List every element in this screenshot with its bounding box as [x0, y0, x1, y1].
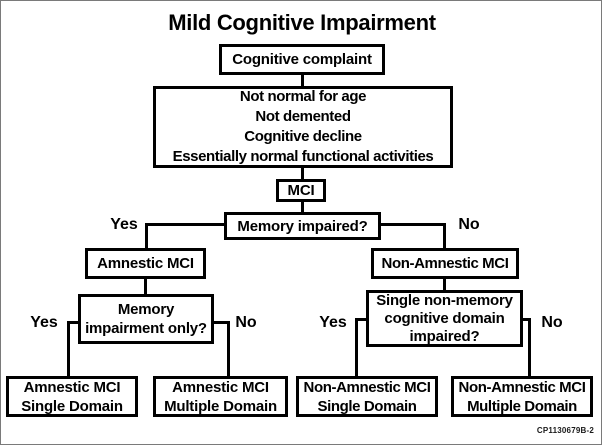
- node-label-line: cognitive domain: [384, 309, 505, 327]
- node-amnestic-mci: Amnestic MCI: [85, 248, 206, 279]
- node-label: Amnestic MCI: [97, 255, 194, 272]
- node-non-amnestic-single-domain: Non-Amnestic MCI Single Domain: [296, 376, 438, 417]
- node-label: Non-Amnestic MCI: [381, 255, 509, 272]
- branch-yes-1-vline: [145, 223, 148, 248]
- branch-yes-2-hline: [67, 321, 80, 324]
- node-label-line: Non-Amnestic MCI: [303, 378, 431, 396]
- node-non-amnestic-mci: Non-Amnestic MCI: [371, 248, 519, 279]
- node-label-line: Amnestic MCI: [172, 378, 269, 396]
- branch-label-no-1: No: [458, 216, 480, 233]
- branch-label-yes-2: Yes: [30, 314, 58, 331]
- figure-code: CP1130679B-2: [536, 426, 594, 435]
- branch-no-3-hline: [521, 318, 531, 321]
- node-label-line: Multiple Domain: [467, 397, 577, 415]
- branch-no-1-vline: [443, 223, 446, 248]
- branch-label-yes-1: Yes: [110, 216, 138, 233]
- node-non-amnestic-multiple-domain: Non-Amnestic MCI Multiple Domain: [451, 376, 593, 417]
- connector-criteria-mci: [301, 167, 304, 180]
- node-cognitive-complaint: Cognitive complaint: [219, 44, 385, 75]
- branch-label-no-2: No: [235, 314, 257, 331]
- node-memory-impairment-only: Memory impairment only?: [78, 294, 214, 344]
- connector-complaint-criteria: [301, 73, 304, 87]
- node-label: Memory impaired?: [237, 217, 368, 235]
- node-label-line: impairment only?: [85, 320, 207, 337]
- node-mci: MCI: [276, 179, 326, 202]
- criteria-line: Not demented: [255, 108, 351, 125]
- node-label-line: Single Domain: [21, 397, 123, 415]
- criteria-line: Not normal for age: [239, 88, 367, 105]
- branch-yes-3-vline: [355, 318, 358, 376]
- node-label-line: Amnestic MCI: [23, 378, 121, 396]
- node-memory-impaired: Memory impaired?: [224, 212, 381, 240]
- branch-no-3-vline: [528, 318, 531, 376]
- connector-amnestic-decision: [144, 278, 147, 295]
- branch-label-yes-3: Yes: [319, 314, 347, 331]
- node-label-line: Memory: [117, 301, 175, 318]
- node-label-line: Single non-memory: [376, 291, 513, 309]
- node-mci-criteria: Not normal for age Not demented Cognitiv…: [153, 86, 453, 168]
- branch-no-1-hline: [380, 223, 446, 226]
- connector-non-amnestic-decision: [443, 278, 446, 291]
- branch-yes-2-vline: [67, 321, 70, 376]
- branch-no-2-hline: [212, 321, 230, 324]
- branch-no-2-vline: [227, 321, 230, 376]
- branch-yes-1-hline: [145, 223, 225, 226]
- node-label-line: Non-Amnestic MCI: [458, 378, 586, 396]
- node-label-line: impaired?: [409, 327, 480, 345]
- connector-mci-decision: [301, 200, 304, 213]
- node-amnestic-single-domain: Amnestic MCI Single Domain: [6, 376, 138, 417]
- criteria-line: Cognitive decline: [244, 128, 362, 145]
- node-label-line: Single Domain: [317, 397, 417, 415]
- node-label: Cognitive complaint: [232, 51, 372, 68]
- branch-label-no-3: No: [541, 314, 563, 331]
- node-label: MCI: [287, 182, 315, 199]
- node-label-line: Multiple Domain: [164, 397, 277, 415]
- branch-yes-3-hline: [355, 318, 368, 321]
- node-amnestic-multiple-domain: Amnestic MCI Multiple Domain: [153, 376, 288, 417]
- node-single-non-memory: Single non-memory cognitive domain impai…: [366, 290, 523, 347]
- page-title: Mild Cognitive Impairment: [168, 10, 436, 35]
- criteria-line: Essentially normal functional activities: [172, 148, 434, 165]
